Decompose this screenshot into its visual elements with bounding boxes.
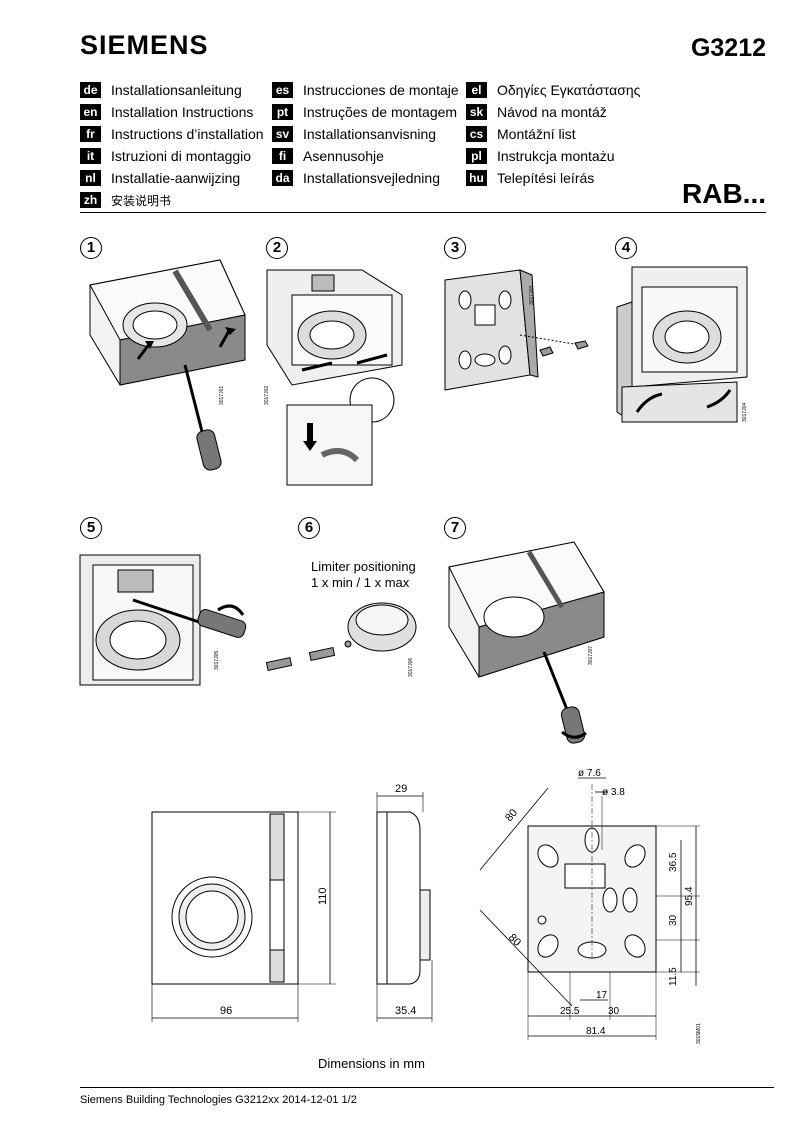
- document-number: G3212: [690, 34, 766, 62]
- limiter-caption-line2: 1 x min / 1 x max: [311, 575, 410, 590]
- dim-h-17: 17: [596, 990, 608, 1001]
- figure-code: 3017J04: [742, 403, 748, 422]
- language-item: da Installationsvejledning: [272, 168, 440, 188]
- step7-illustration: 3017J07: [448, 541, 605, 744]
- language-label: Istruzioni di montaggio: [111, 148, 252, 164]
- figure-code: 3017J05: [214, 651, 220, 670]
- dim-front-height: 110: [317, 887, 329, 905]
- dim-v-30: 30: [668, 914, 679, 926]
- figure-code: 3017J07: [588, 646, 594, 665]
- step6-illustration: 3017J06: [265, 602, 417, 677]
- language-item: pt Instruções de montagem: [272, 102, 457, 122]
- step3-illustration: 3017J03: [444, 269, 589, 391]
- language-code: cs: [466, 126, 487, 142]
- header-divider: [80, 212, 766, 213]
- brand-logo: SIEMENS: [80, 30, 209, 60]
- dim-side-top: 29: [395, 783, 407, 795]
- language-label: Asennusohje: [303, 148, 384, 164]
- language-code: en: [80, 104, 101, 120]
- language-label: Installation Instructions: [111, 104, 254, 120]
- language-label: Installatie-aanwijzing: [111, 170, 241, 186]
- limiter-caption-line1: Limiter positioning: [311, 559, 416, 574]
- language-code: de: [80, 82, 101, 98]
- language-item: de Installationsanleitung: [80, 80, 242, 100]
- language-code: zh: [80, 192, 101, 208]
- language-code: el: [466, 82, 487, 98]
- dim-diag-side: 80: [506, 932, 523, 949]
- dim-front-width: 96: [220, 1005, 232, 1017]
- language-item: zh 安装说明书: [80, 190, 171, 210]
- language-item: sk Návod na montáž: [466, 102, 607, 122]
- language-label: Instrucciones de montaje: [303, 82, 459, 98]
- step4-illustration: 3017J04: [616, 266, 748, 423]
- footer-text: Siemens Building Technologies G3212xx 20…: [80, 1094, 357, 1106]
- language-item: hu Telepítési leírás: [466, 168, 594, 188]
- figure-code: 3017J06: [408, 658, 414, 677]
- base-plate-view: ø 7.6 ø 3.8 80 80 36.5 95.4 30 11.5 17 2…: [479, 768, 702, 1044]
- language-code: es: [272, 82, 293, 98]
- language-label: Instruções de montagem: [303, 104, 458, 120]
- dim-v-36-5: 36.5: [668, 852, 679, 872]
- language-item: sv Installationsanvisning: [272, 124, 436, 144]
- language-item: el Οδηγίες Εγκατάστασης: [466, 80, 640, 100]
- dim-v-11-5: 11.5: [668, 967, 679, 986]
- language-item: fi Asennusohje: [272, 146, 384, 166]
- step5-illustration: 3017J05: [79, 554, 247, 686]
- language-code: fr: [80, 126, 101, 142]
- figure-code: 3015M01: [696, 1023, 702, 1044]
- language-item: en Installation Instructions: [80, 102, 253, 122]
- language-label: Οδηγίες Εγκατάστασης: [497, 82, 641, 98]
- step2-illustration: 3017J02: [264, 269, 403, 486]
- language-item: es Instrucciones de montaje: [272, 80, 459, 100]
- figure-code: 3017J01: [219, 386, 225, 405]
- language-item: nl Installatie-aanwijzing: [80, 168, 240, 188]
- language-item: fr Instructions d’installation: [80, 124, 264, 144]
- language-item: pl Instrukcja montażu: [466, 146, 615, 166]
- language-item: it Istruzioni di montaggio: [80, 146, 251, 166]
- dim-hole-large: ø 7.6: [578, 768, 601, 779]
- language-code: da: [272, 170, 293, 186]
- step-number: 7: [444, 517, 466, 539]
- side-view: 29 35.4: [376, 783, 433, 1022]
- footer-divider: [80, 1087, 774, 1088]
- step1-illustration: 3017J01: [89, 259, 246, 471]
- language-code: it: [80, 148, 101, 164]
- model-name: RAB...: [682, 178, 766, 209]
- language-label: Telepítési leírás: [497, 170, 595, 186]
- dim-side-bottom: 35.4: [395, 1005, 416, 1017]
- language-code: pl: [466, 148, 487, 164]
- language-code: sv: [272, 126, 293, 142]
- language-code: pt: [272, 104, 293, 120]
- figure-code: 3017J03: [529, 286, 535, 305]
- dim-h-81-4: 81.4: [586, 1026, 606, 1037]
- language-label: Instrukcja montażu: [497, 148, 615, 164]
- language-code: sk: [466, 104, 487, 120]
- language-item: cs Montážní list: [466, 124, 576, 144]
- dimension-drawings: 96 110 29 35.4 ø 7.6 ø 3.8: [151, 768, 702, 1044]
- language-label: Installationsvejledning: [303, 170, 440, 186]
- step-number: 1: [80, 237, 102, 259]
- step-number: 3: [444, 237, 466, 259]
- figure-code: 3017J02: [264, 386, 270, 405]
- language-label: 安装说明书: [111, 193, 172, 208]
- language-label: Instructions d’installation: [111, 126, 264, 142]
- dimensions-caption: Dimensions in mm: [318, 1056, 425, 1071]
- dim-hole-small: ø 3.8: [602, 787, 625, 798]
- step-number: 6: [298, 517, 320, 539]
- step-number: 2: [266, 237, 288, 259]
- dim-diag-top: 80: [503, 807, 520, 824]
- dim-h-30: 30: [608, 1006, 620, 1017]
- language-code: nl: [80, 170, 101, 186]
- language-label: Installationsanleitung: [111, 82, 242, 98]
- language-label: Návod na montáž: [497, 104, 607, 120]
- language-label: Montážní list: [497, 126, 576, 142]
- step-number: 4: [615, 237, 637, 259]
- front-view: 96 110: [151, 811, 336, 1022]
- language-code: fi: [272, 148, 293, 164]
- step-number: 5: [80, 517, 102, 539]
- language-label: Installationsanvisning: [303, 126, 437, 142]
- dim-h-25-5: 25.5: [560, 1006, 580, 1017]
- language-code: hu: [466, 170, 487, 186]
- dim-v-95-4: 95.4: [684, 886, 695, 906]
